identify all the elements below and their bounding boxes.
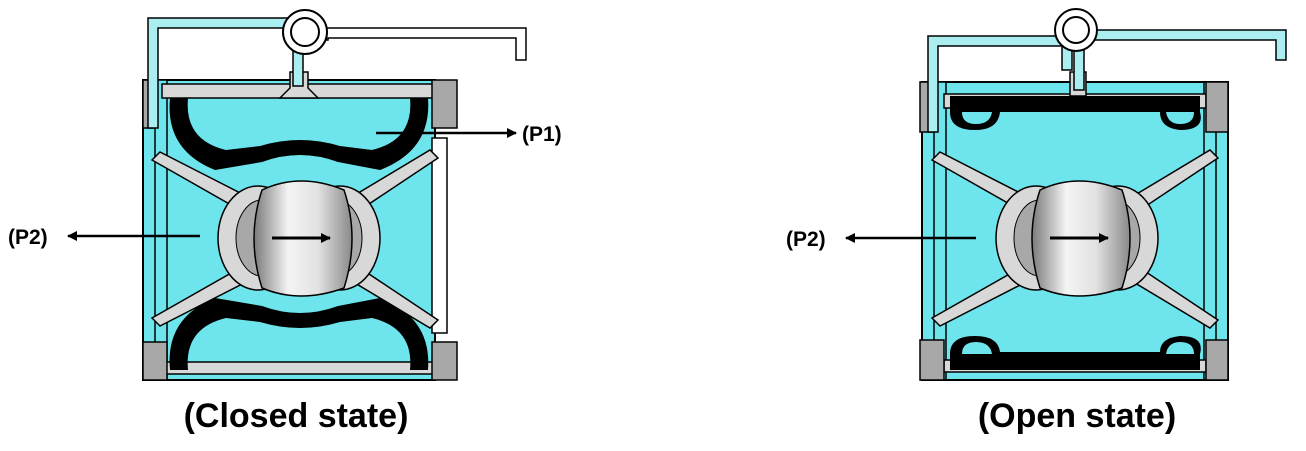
open-state-caption: (Open state)	[977, 397, 1177, 435]
p2-label-closed: (P2)	[8, 226, 48, 249]
p1-label: (P1)	[522, 123, 562, 146]
closed-state-caption: (Closed state)	[183, 397, 409, 435]
p2-label-open: (P2)	[786, 228, 826, 251]
open-state-valve	[920, 9, 1286, 380]
closed-state-valve	[143, 10, 526, 380]
